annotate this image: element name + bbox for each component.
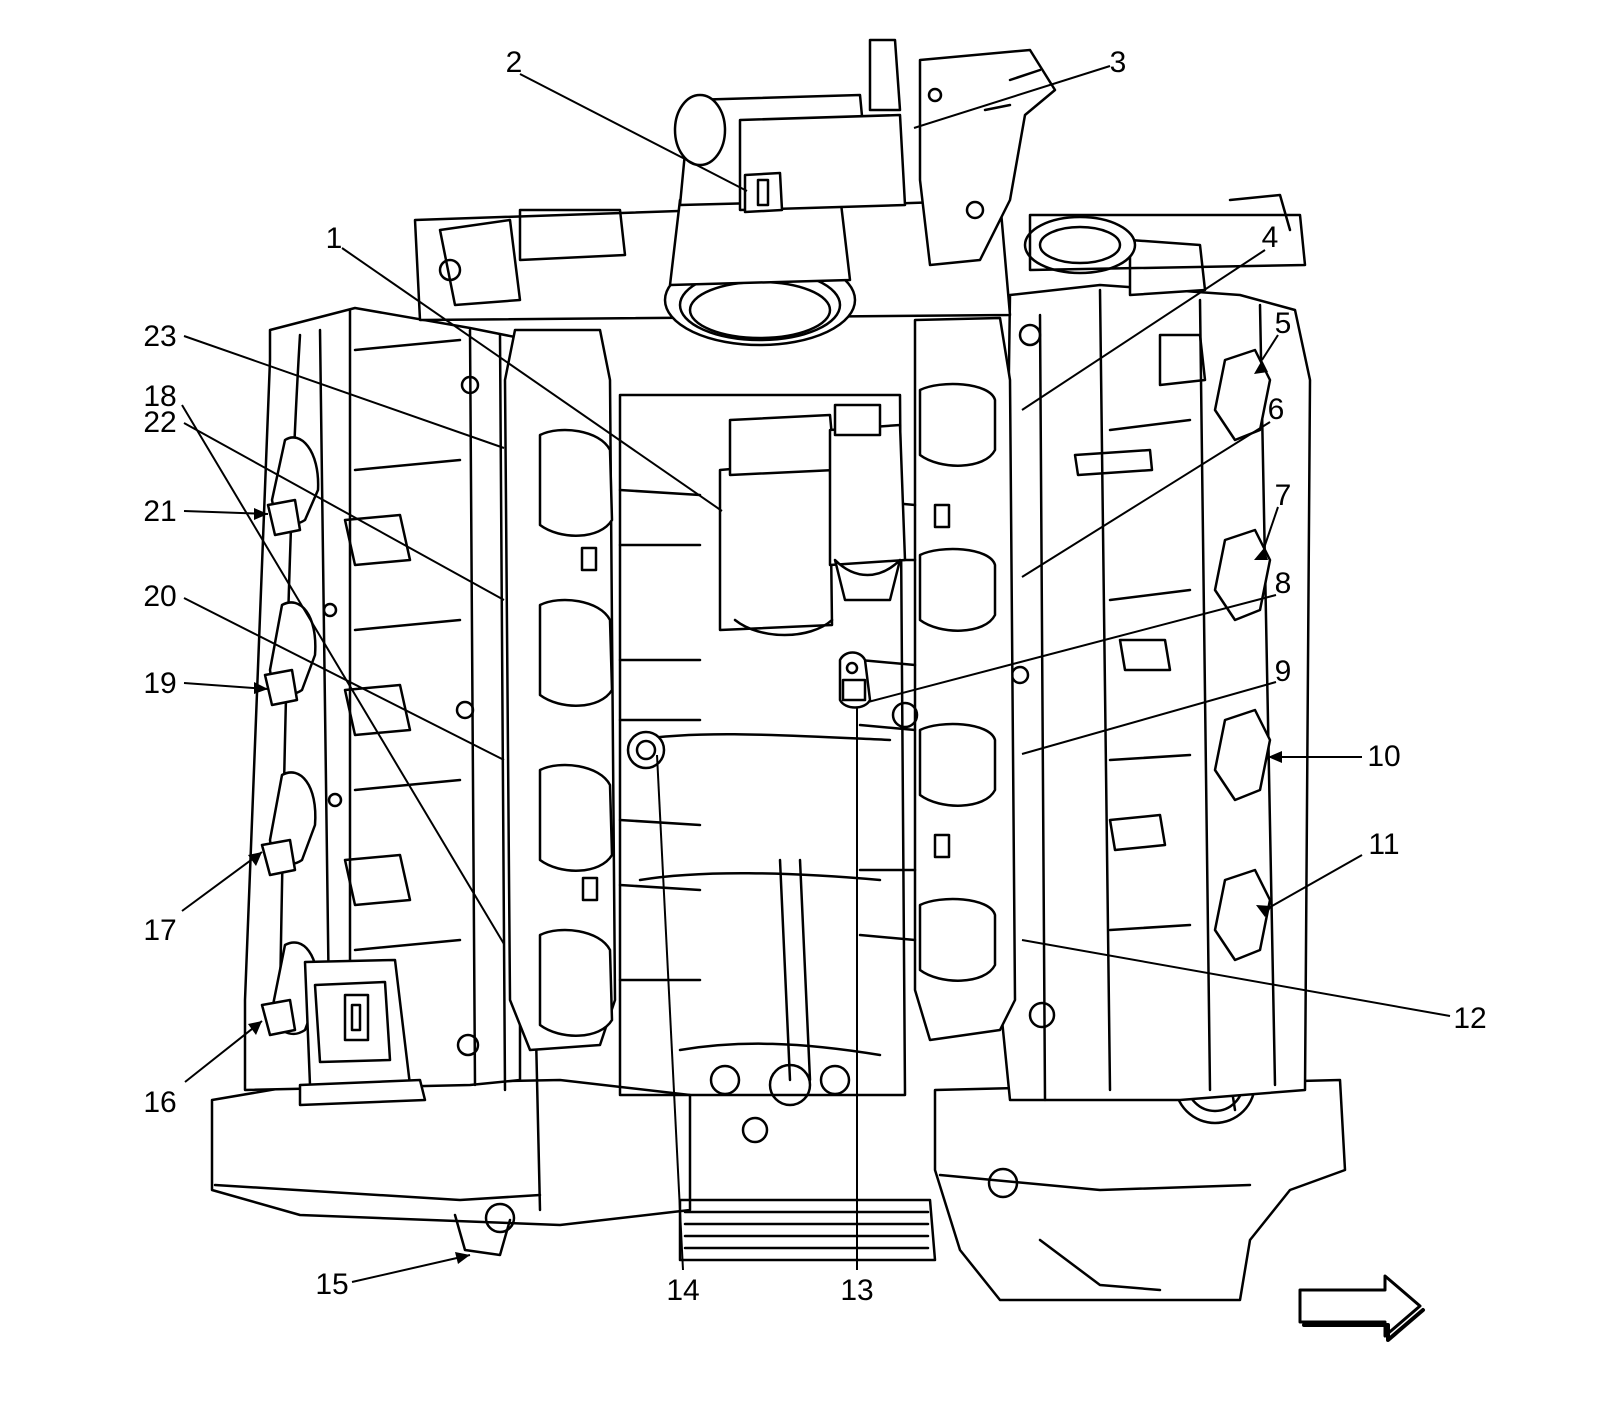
right-arrow-icon xyxy=(1298,1274,1425,1342)
leader-9 xyxy=(1021,681,1277,755)
throttle-body-assembly xyxy=(413,38,1307,347)
callout-13: 13 xyxy=(840,1274,873,1307)
callout-12: 12 xyxy=(1453,1002,1486,1035)
callout-19: 19 xyxy=(143,667,176,700)
leader-8 xyxy=(867,594,1277,703)
callout-15: 15 xyxy=(315,1268,348,1301)
leader-7 xyxy=(1263,506,1279,549)
left-ignition-coils xyxy=(260,436,427,1107)
leader-22 xyxy=(183,422,505,601)
callout-4: 4 xyxy=(1262,221,1279,254)
leader-11 xyxy=(1271,854,1363,907)
leader-3 xyxy=(913,65,1111,129)
callout-11: 11 xyxy=(1368,828,1399,861)
leader-12 xyxy=(1021,939,1451,1017)
leader-1 xyxy=(341,247,723,512)
callout-7: 7 xyxy=(1275,479,1292,512)
engine-illustration xyxy=(210,38,1425,1342)
leader-6 xyxy=(1021,421,1271,578)
leader-20 xyxy=(183,597,505,761)
engine-valley xyxy=(618,393,919,1144)
engine-block-base xyxy=(210,1041,1347,1302)
callout-18: 18 xyxy=(143,380,176,413)
leader-4 xyxy=(1021,249,1266,411)
callout-10: 10 xyxy=(1367,740,1400,773)
leader-23 xyxy=(183,335,505,449)
callout-21: 21 xyxy=(143,495,176,528)
callout-22: 22 xyxy=(143,406,176,439)
callout-3: 3 xyxy=(1110,46,1127,79)
callout-17: 17 xyxy=(143,914,176,947)
leader-18 xyxy=(181,404,505,945)
callout-16: 16 xyxy=(143,1086,176,1119)
callout-14: 14 xyxy=(666,1274,699,1307)
callout-20: 20 xyxy=(143,580,176,613)
callout-23: 23 xyxy=(143,320,176,353)
leader-15 xyxy=(351,1254,471,1283)
callout-5: 5 xyxy=(1275,307,1292,340)
left-fuel-rail xyxy=(503,328,702,1052)
callout-labels: 1 2 3 4 5 6 7 8 9 10 11 12 13 14 15 16 1… xyxy=(143,46,1486,1307)
right-fuel-rail xyxy=(858,316,1017,1042)
leader-16 xyxy=(184,1020,263,1083)
callout-leaders xyxy=(181,65,1451,1283)
callout-1: 1 xyxy=(326,222,343,255)
callout-8: 8 xyxy=(1275,567,1292,600)
leader-5 xyxy=(1261,334,1279,361)
callout-9: 9 xyxy=(1275,655,1292,688)
leader-2 xyxy=(519,73,748,192)
leader-14 xyxy=(656,754,684,1271)
callout-6: 6 xyxy=(1268,393,1285,426)
callout-2: 2 xyxy=(506,46,523,79)
leader-17 xyxy=(181,851,263,912)
